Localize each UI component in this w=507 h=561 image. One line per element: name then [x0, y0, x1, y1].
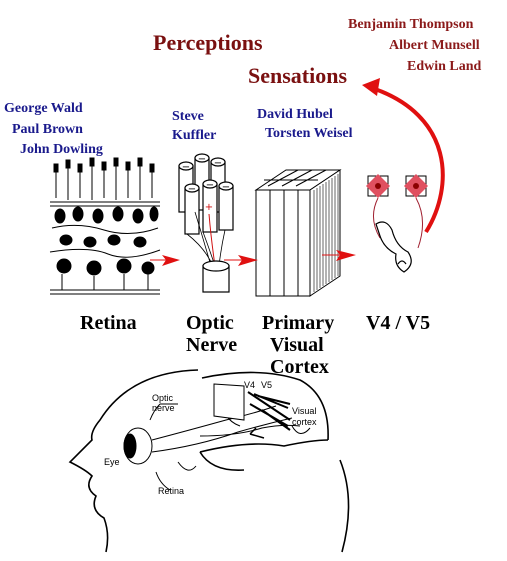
- name-paul-brown: Paul Brown: [12, 122, 83, 137]
- brain-label-eye: Eye: [104, 457, 120, 467]
- label-optic: Optic: [186, 312, 234, 334]
- svg-text:+: +: [205, 202, 213, 213]
- brain-label-cortex: cortex: [292, 417, 317, 427]
- brain-label-retina: Retina: [158, 486, 185, 496]
- svg-text:−: −: [198, 154, 206, 165]
- name-torsten-weisel: Torsten Weisel: [265, 126, 353, 141]
- name-edwin-land: Edwin Land: [407, 59, 482, 74]
- name-benjamin-thompson: Benjamin Thompson: [348, 17, 474, 32]
- name-kuffler: Kuffler: [172, 128, 217, 143]
- cortex-columns-illustration: [254, 169, 342, 297]
- retina-illustration: [49, 157, 161, 295]
- svg-text:−: −: [222, 182, 230, 193]
- perceptions-heading: Perceptions: [153, 30, 263, 55]
- name-david-hubel: David Hubel: [257, 107, 333, 122]
- name-steve: Steve: [172, 109, 204, 124]
- v4-v5-illustration: [366, 174, 428, 273]
- brain-label-optic: Optic: [152, 393, 174, 403]
- label-retina: Retina: [80, 312, 137, 334]
- brain-label-v5: V5: [261, 380, 273, 390]
- label-cortex: Cortex: [270, 356, 329, 378]
- name-george-wald: George Wald: [4, 101, 83, 116]
- brain-label-nerve: nerve: [152, 403, 175, 413]
- svg-text:−: −: [214, 158, 222, 169]
- sensations-heading: Sensations: [248, 63, 348, 88]
- svg-text:−: −: [182, 162, 190, 173]
- name-albert-munsell: Albert Munsell: [389, 38, 480, 53]
- label-visual: Visual: [270, 334, 324, 356]
- name-john-dowling: John Dowling: [20, 142, 103, 157]
- label-nerve: Nerve: [186, 334, 238, 356]
- brain-label-v4: V4: [244, 380, 256, 390]
- svg-text:−: −: [206, 180, 214, 191]
- brain-label-visual: Visual: [292, 406, 317, 416]
- optic-nerve-illustration: −−− −−− +: [178, 153, 234, 293]
- label-v4-v5: V4 / V5: [366, 312, 431, 334]
- label-primary: Primary: [262, 312, 335, 334]
- svg-text:−: −: [188, 184, 196, 195]
